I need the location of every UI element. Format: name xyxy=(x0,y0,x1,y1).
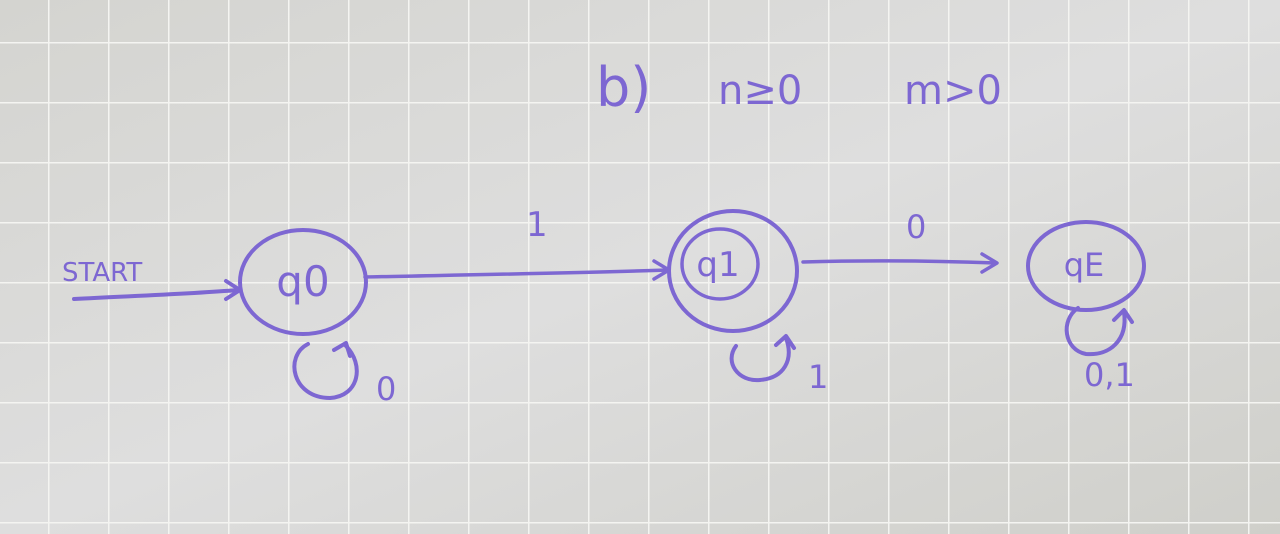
state-q1: q1 xyxy=(667,209,799,333)
self-loop-qE-curve xyxy=(1064,306,1127,357)
start-label: START xyxy=(62,258,142,288)
self-loop-q1-curve xyxy=(729,336,791,383)
transition-q0-q1-line xyxy=(363,268,670,279)
transition-q1-qE-line xyxy=(801,259,998,265)
state-qE-circle xyxy=(1026,220,1146,312)
self-loop-q1-symbol: 1 xyxy=(808,358,828,396)
self-loop-qE-arrowhead xyxy=(1112,308,1134,324)
state-q0-label: q0 xyxy=(276,257,329,306)
self-loop-q0-symbol: 0 xyxy=(376,370,396,408)
heading-condition-n: n≥0 xyxy=(718,68,802,114)
state-q1-outer-circle xyxy=(667,209,799,333)
self-loop-q0-curve xyxy=(292,342,359,400)
self-loop-qE: 0,1 xyxy=(1064,306,1135,394)
self-loop-q1-arrowhead xyxy=(774,334,796,350)
self-loop-qE-symbol: 0,1 xyxy=(1084,356,1135,394)
heading-part-label: b) xyxy=(596,56,651,119)
state-q1-label: q1 xyxy=(696,245,739,285)
start-arrow-shaft xyxy=(72,288,240,301)
state-qE-label: qE xyxy=(1064,246,1105,284)
state-q0: q0 xyxy=(238,228,368,336)
state-qE: qE xyxy=(1026,220,1146,312)
start-arrow: START xyxy=(62,258,242,301)
transition-q1-qE-symbol: 0 xyxy=(906,208,926,246)
self-loop-q1: 1 xyxy=(729,334,828,396)
transition-q1-qE: 0 xyxy=(801,208,999,274)
heading-condition-m: m>0 xyxy=(904,68,1002,114)
transition-q0-q1-symbol: 1 xyxy=(526,205,548,245)
self-loop-q0-arrowhead xyxy=(332,341,352,358)
transition-q1-qE-arrowhead xyxy=(980,252,999,274)
heading: b) n≥0 m>0 xyxy=(596,56,1002,119)
state-q1-inner-circle xyxy=(680,227,760,301)
state-q0-circle xyxy=(238,228,368,336)
self-loop-q0: 0 xyxy=(292,341,396,408)
